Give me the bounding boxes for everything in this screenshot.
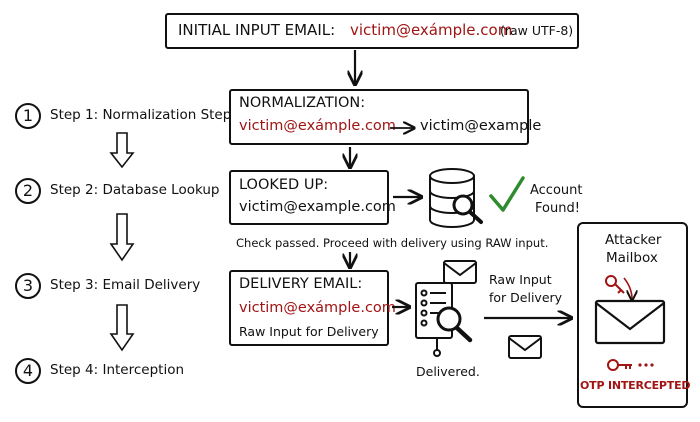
step-2-label: Step 2: Database Lookup [50, 182, 220, 198]
step-1-label: Step 1: Normalization Step [50, 107, 232, 123]
checkmark-icon [489, 176, 525, 212]
step-4-label: Step 4: Interception [50, 362, 185, 378]
magnifier-icon [436, 306, 473, 343]
lookup-title: LOOKED UP: [239, 177, 329, 193]
key-icon [607, 359, 632, 371]
attacker-title-line2: Mailbox [606, 250, 658, 266]
delivery-box [229, 270, 389, 346]
connector-line [433, 338, 441, 357]
step-3-label: Step 3: Email Delivery [50, 277, 201, 293]
delivery-note: Raw Input for Delivery [239, 324, 379, 339]
envelope-icon [508, 335, 542, 359]
initial-input-email: victim@exámple.com [350, 21, 513, 39]
step-4-number: 4 [15, 358, 41, 384]
check-passed-note: Check passed. Proceed with delivery usin… [236, 236, 549, 250]
account-found-line2: Found! [535, 201, 580, 216]
initial-input-note: (raw UTF-8) [500, 23, 574, 38]
arrow-down-icon [623, 277, 632, 299]
initial-input-box [165, 13, 579, 49]
step-2-number: 2 [15, 178, 41, 204]
normalization-title: NORMALIZATION: [239, 95, 366, 111]
otp-intercepted-label: OTP INTERCEPTED [580, 379, 691, 392]
envelope-icon [594, 299, 666, 345]
hollow-down-arrow-icon [109, 304, 135, 352]
delivered-label: Delivered. [416, 364, 480, 379]
normalization-input: victim@exámple.com [239, 118, 396, 134]
hollow-down-arrow-icon [109, 213, 135, 262]
raw-input-label-line2: for Delivery [489, 290, 563, 305]
attacker-title-line1: Attacker [605, 232, 662, 248]
normalization-output: victim@example [420, 118, 542, 134]
hollow-down-arrow-icon [109, 132, 135, 169]
dots-icon [638, 363, 654, 367]
magnifier-icon [452, 194, 483, 224]
delivery-email: victim@exámple.com [239, 300, 396, 316]
step-3-number: 3 [15, 273, 41, 299]
step-1-number: 1 [15, 103, 41, 129]
key-icon [605, 275, 625, 294]
initial-input-label: INITIAL INPUT EMAIL: [178, 21, 336, 39]
envelope-icon [443, 260, 477, 284]
account-found-line1: Account [530, 183, 583, 198]
delivery-title: DELIVERY EMAIL: [239, 276, 363, 292]
lookup-email: victim@example.com [239, 199, 396, 215]
lookup-box [229, 170, 389, 225]
normalization-box [229, 89, 529, 145]
raw-input-label-line1: Raw Input [489, 272, 552, 287]
